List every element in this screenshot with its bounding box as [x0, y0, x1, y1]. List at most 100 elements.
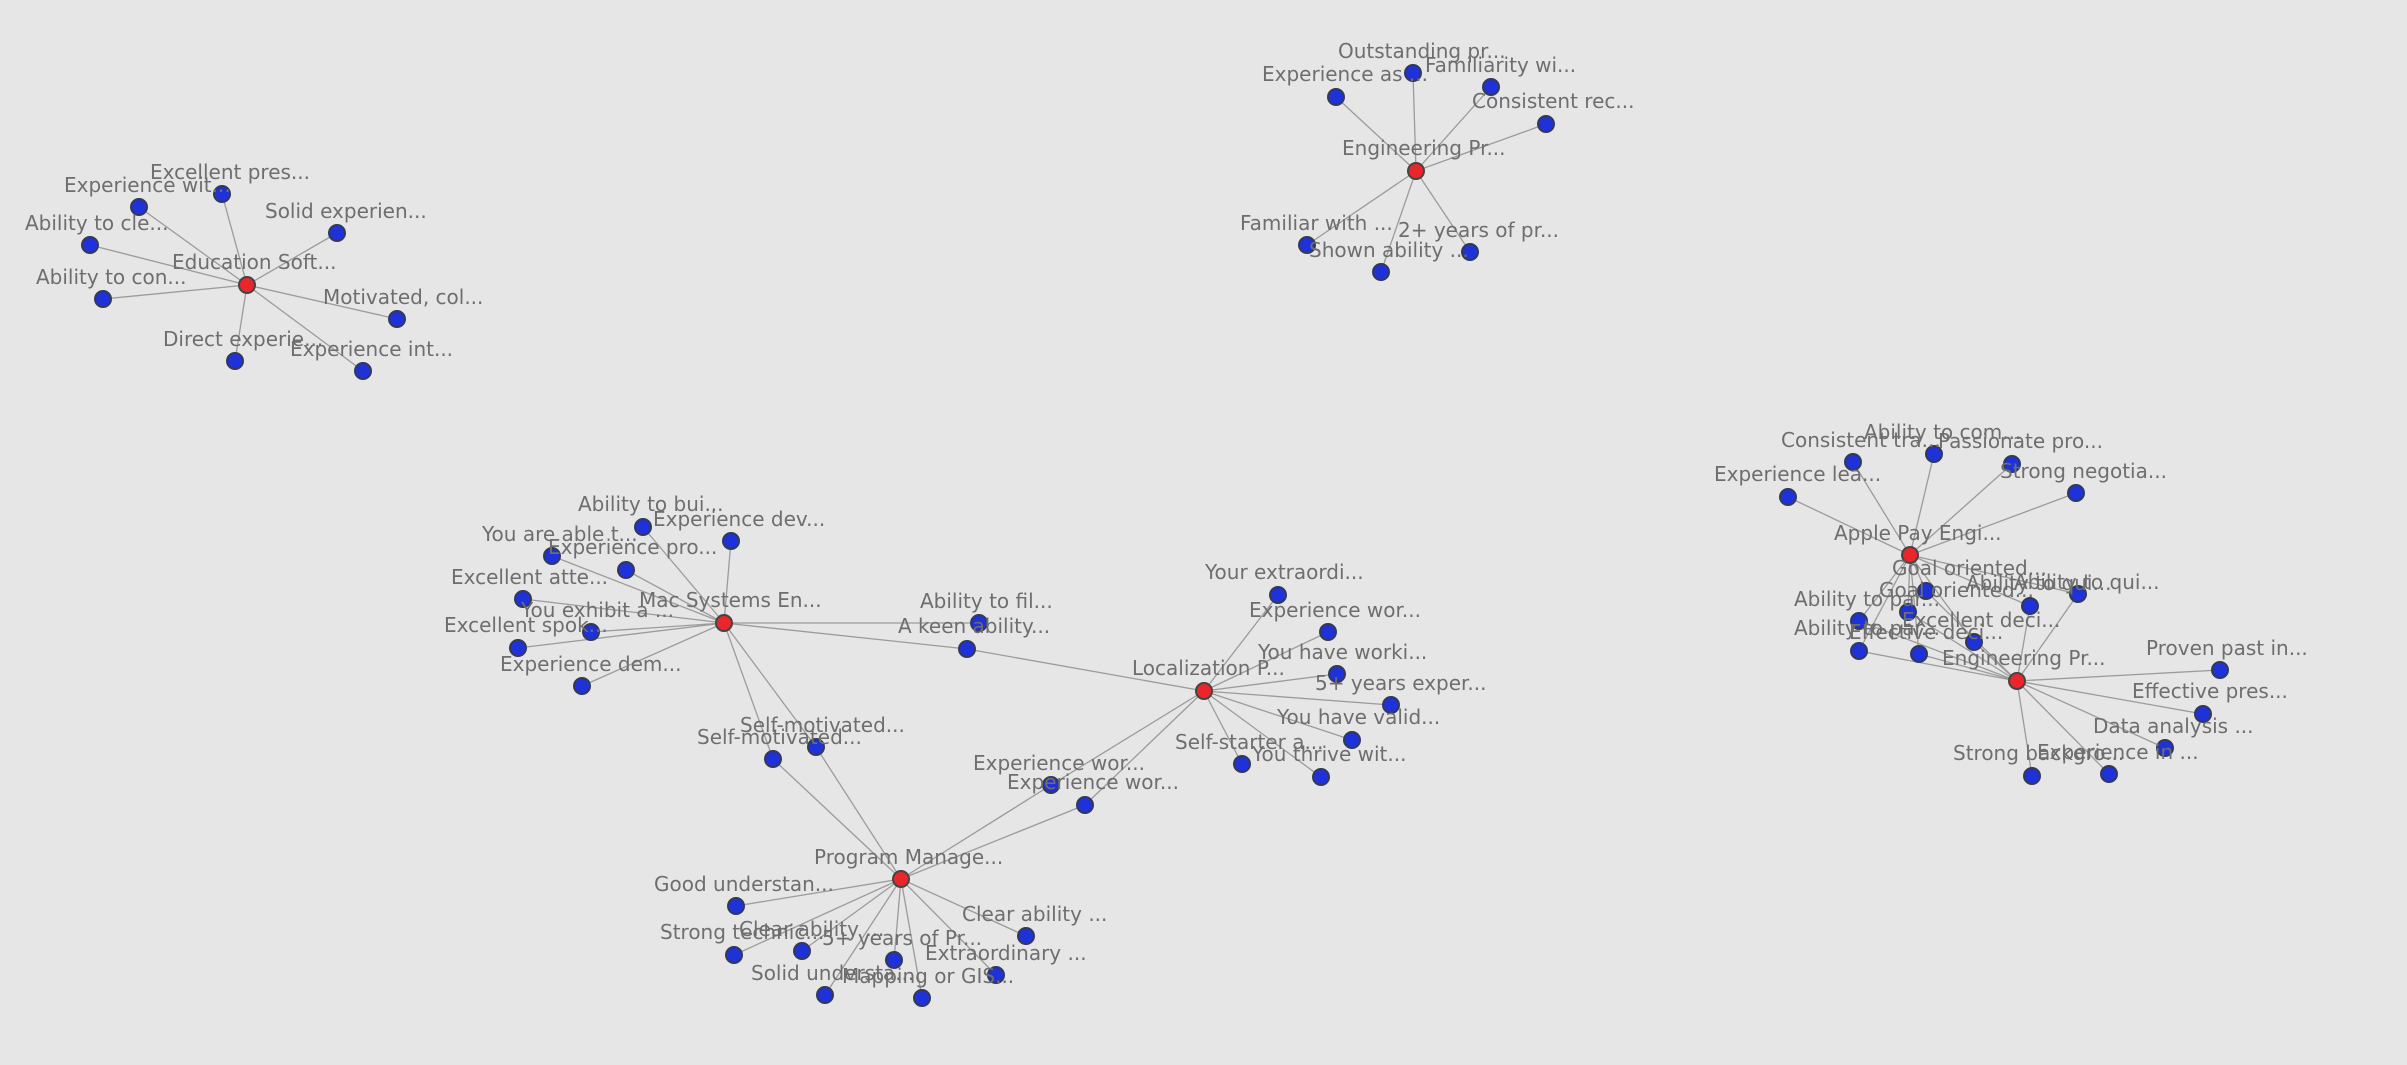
edge-edu-edu5 — [102, 284, 248, 300]
leaf-node-mac9[interactable] — [970, 614, 988, 632]
edge-loc-loc1 — [1203, 594, 1279, 692]
hub-node-loc[interactable] — [1195, 682, 1213, 700]
leaf-node-eng1g[interactable] — [1372, 263, 1390, 281]
leaf-node-loc3[interactable] — [1328, 665, 1346, 683]
leaf-node-edu6[interactable] — [388, 310, 406, 328]
edge-eng1-eng1c — [1415, 86, 1492, 172]
leaf-node-pm3[interactable] — [793, 942, 811, 960]
edge-loc-loc4 — [1203, 690, 1392, 706]
leaf-node-mac5[interactable] — [514, 590, 532, 608]
node-label-shared8: Ability to qui... — [2014, 570, 2160, 594]
leaf-node-loc4[interactable] — [1382, 696, 1400, 714]
node-label-edu6: Motivated, col... — [323, 285, 483, 309]
leaf-node-eng2e[interactable] — [2023, 767, 2041, 785]
leaf-node-eng2b[interactable] — [2194, 705, 2212, 723]
leaf-node-shared4[interactable] — [1042, 776, 1060, 794]
edge-pm-pm7 — [900, 878, 1027, 937]
node-label-edu2: Experience wit... — [64, 173, 231, 197]
edge-mac-mac4 — [625, 569, 725, 624]
leaf-node-eng1d[interactable] — [1537, 115, 1555, 133]
leaf-node-eng2a[interactable] — [2211, 661, 2229, 679]
leaf-node-shared8[interactable] — [2069, 585, 2087, 603]
edge-eng2-shared12 — [1973, 641, 2018, 682]
leaf-node-shared5[interactable] — [1076, 796, 1094, 814]
leaf-node-ap3[interactable] — [2003, 455, 2021, 473]
edge-apple-ap1 — [1852, 461, 1911, 556]
leaf-node-edu7[interactable] — [226, 352, 244, 370]
hub-node-eng2[interactable] — [2008, 672, 2026, 690]
leaf-node-loc7[interactable] — [1312, 768, 1330, 786]
leaf-node-mac7[interactable] — [509, 639, 527, 657]
leaf-node-mac4[interactable] — [617, 561, 635, 579]
leaf-node-mac3[interactable] — [543, 547, 561, 565]
leaf-node-eng1a[interactable] — [1404, 64, 1422, 82]
leaf-node-mac8[interactable] — [573, 677, 591, 695]
leaf-node-edu4[interactable] — [81, 236, 99, 254]
leaf-node-pm2[interactable] — [725, 946, 743, 964]
node-label-mac1: Ability to bui... — [578, 492, 724, 516]
leaf-node-loc2[interactable] — [1319, 623, 1337, 641]
node-label-ap1: Consistent tra... — [1781, 428, 1941, 452]
leaf-node-edu8[interactable] — [354, 362, 372, 380]
leaf-node-pm5[interactable] — [816, 986, 834, 1004]
node-label-eng1f: 2+ years of pr... — [1398, 218, 1559, 242]
leaf-node-mac6[interactable] — [582, 623, 600, 641]
leaf-node-loc6[interactable] — [1233, 755, 1251, 773]
leaf-node-loc5[interactable] — [1343, 731, 1361, 749]
leaf-node-edu3[interactable] — [328, 224, 346, 242]
node-label-eng2c: Data analysis ... — [2093, 714, 2254, 738]
edge-edu-edu8 — [246, 284, 364, 372]
leaf-node-mac1[interactable] — [634, 518, 652, 536]
leaf-node-pm8[interactable] — [987, 966, 1005, 984]
leaf-node-ap5[interactable] — [1779, 488, 1797, 506]
node-label-eng1g: Shown ability ... — [1309, 238, 1469, 262]
node-label-mac3: You are able t... — [481, 522, 638, 546]
leaf-node-pm6[interactable] — [913, 989, 931, 1007]
leaf-node-pm1[interactable] — [727, 897, 745, 915]
hub-node-apple[interactable] — [1901, 546, 1919, 564]
leaf-node-eng1b[interactable] — [1327, 88, 1345, 106]
leaf-node-shared13[interactable] — [1910, 645, 1928, 663]
edge-eng1-eng1f — [1415, 170, 1471, 253]
node-label-loc: Localization P... — [1132, 656, 1285, 680]
node-label-eng1b: Experience as ... — [1262, 62, 1428, 86]
leaf-node-eng1f[interactable] — [1461, 243, 1479, 261]
leaf-node-shared2[interactable] — [764, 750, 782, 768]
edge-pm-shared2 — [772, 758, 902, 880]
leaf-node-edu1[interactable] — [213, 185, 231, 203]
leaf-node-edu2[interactable] — [130, 198, 148, 216]
leaf-node-mac2[interactable] — [722, 532, 740, 550]
node-label-mac: Mac Systems En... — [639, 588, 822, 612]
leaf-node-shared12[interactable] — [1965, 633, 1983, 651]
leaf-node-shared11[interactable] — [1850, 642, 1868, 660]
leaf-node-ap2[interactable] — [1925, 445, 1943, 463]
hub-node-edu[interactable] — [238, 276, 256, 294]
node-label-shared10: Ability to par... — [1794, 587, 1940, 611]
hub-node-mac[interactable] — [715, 614, 733, 632]
edge-mac-mac6 — [590, 622, 725, 633]
leaf-node-ap4[interactable] — [2067, 484, 2085, 502]
edge-eng2-shared8 — [2016, 593, 2079, 682]
hub-node-pm[interactable] — [892, 870, 910, 888]
edge-apple-shared13 — [1909, 554, 1920, 655]
leaf-node-pm7[interactable] — [1017, 927, 1035, 945]
leaf-node-shared1[interactable] — [807, 738, 825, 756]
edge-apple-shared10 — [1858, 554, 1911, 622]
leaf-node-shared9[interactable] — [2021, 597, 2039, 615]
leaf-node-eng1c[interactable] — [1482, 78, 1500, 96]
hub-node-eng1[interactable] — [1407, 162, 1425, 180]
leaf-node-eng2d[interactable] — [2100, 765, 2118, 783]
leaf-node-ap1[interactable] — [1844, 453, 1862, 471]
edge-edu-edu6 — [246, 284, 398, 320]
leaf-node-shared6[interactable] — [1917, 582, 1935, 600]
node-label-pm3: Clear ability ... — [739, 917, 884, 941]
leaf-node-eng2c[interactable] — [2156, 739, 2174, 757]
leaf-node-eng1e[interactable] — [1298, 236, 1316, 254]
leaf-node-pm4[interactable] — [885, 951, 903, 969]
leaf-node-loc1[interactable] — [1269, 586, 1287, 604]
leaf-node-shared7[interactable] — [1899, 603, 1917, 621]
node-label-mac6: You exhibit a ... — [520, 598, 674, 622]
leaf-node-shared10[interactable] — [1850, 612, 1868, 630]
leaf-node-edu5[interactable] — [94, 290, 112, 308]
leaf-node-shared3[interactable] — [958, 640, 976, 658]
